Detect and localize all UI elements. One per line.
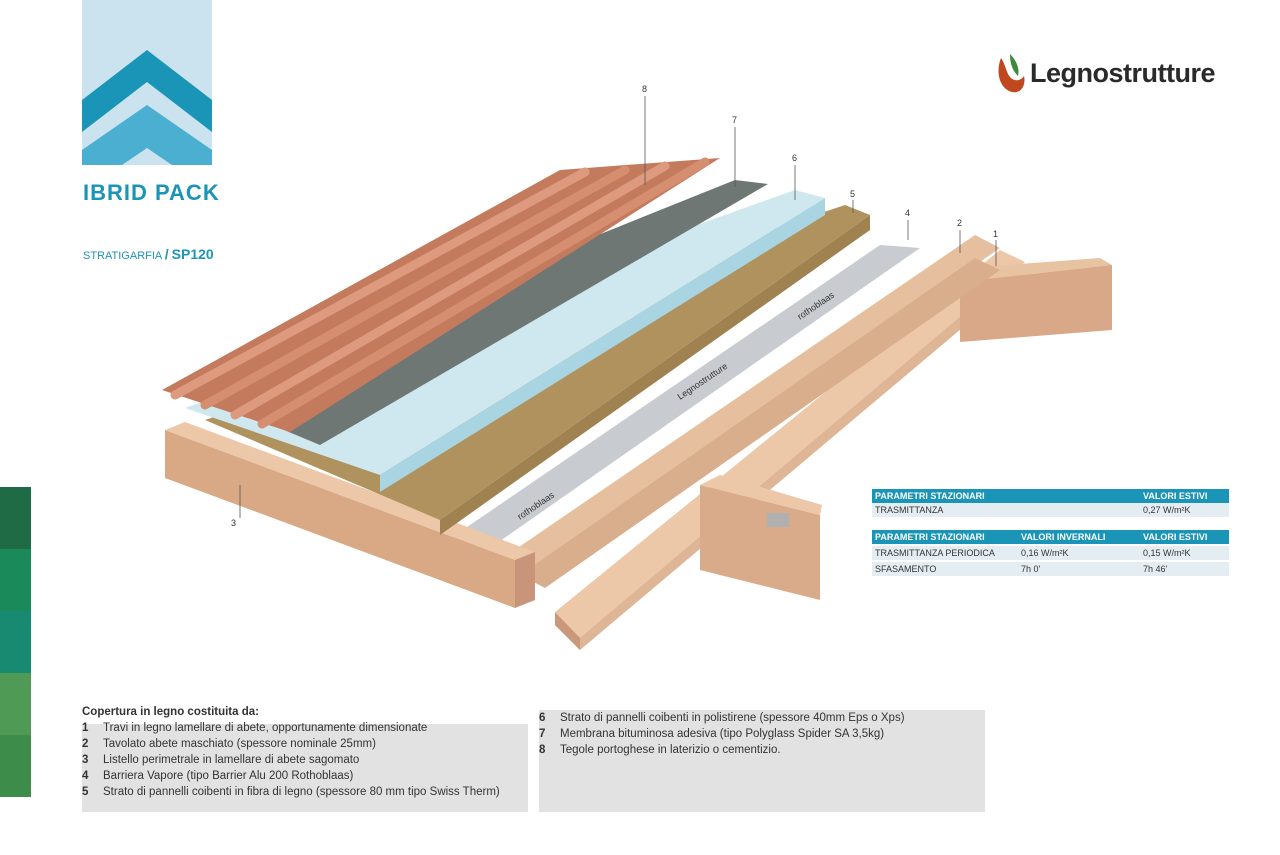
- table-cell: 0,15 W/m²K: [1143, 548, 1191, 558]
- side-strip-block: [0, 487, 31, 549]
- table-row: SFASAMENTO 7h 0' 7h 46': [872, 562, 1229, 576]
- table-header-row: PARAMETRI STAZIONARI VALORI ESTIVI: [872, 489, 1229, 503]
- table-header: PARAMETRI STAZIONARI: [875, 491, 985, 501]
- leaf-icon: [998, 54, 1025, 93]
- params-table-stationary: PARAMETRI STAZIONARI VALORI ESTIVI TRASM…: [872, 489, 1229, 517]
- callout-8: 8: [642, 84, 647, 94]
- list-item-text: Tavolato abete maschiato (spessore nomin…: [103, 738, 376, 750]
- table-header: VALORI ESTIVI: [1143, 491, 1208, 501]
- subtitle-code: SP120: [171, 246, 214, 262]
- list-item: 6 Strato di pannelli coibenti in polisti…: [539, 710, 905, 726]
- list-item: 5 Strato di pannelli coibenti in fibra d…: [82, 784, 500, 800]
- table-header-row: PARAMETRI STAZIONARI VALORI INVERNALI VA…: [872, 530, 1229, 544]
- description-heading: Copertura in legno costituita da:: [82, 706, 259, 718]
- side-strip-block: [0, 735, 31, 797]
- list-item-number: 8: [539, 744, 546, 756]
- list-item-text: Strato di pannelli coibenti in fibra di …: [103, 786, 500, 798]
- table-cell: 7h 46': [1143, 564, 1168, 574]
- table-cell: 0,27 W/m²K: [1143, 505, 1191, 515]
- table-row: TRASMITTANZA 0,27 W/m²K: [872, 503, 1229, 517]
- list-item-text: Travi in legno lamellare di abete, oppor…: [103, 722, 428, 734]
- page-subtitle: STRATIGARFIA / SP120: [83, 246, 214, 262]
- side-strip-block: [0, 611, 31, 673]
- list-item: 4 Barriera Vapore (tipo Barrier Alu 200 …: [82, 768, 500, 784]
- table-header: PARAMETRI STAZIONARI: [875, 532, 985, 542]
- callout-2: 2: [957, 218, 962, 228]
- chevron-logo-block: [82, 0, 212, 165]
- callout-6: 6: [792, 153, 797, 163]
- list-item-number: 3: [82, 754, 89, 766]
- callout-7: 7: [732, 115, 737, 125]
- list-item-number: 1: [82, 722, 89, 734]
- chevron-icon: [82, 0, 212, 165]
- main-beams: [555, 250, 1112, 650]
- table-header: VALORI ESTIVI: [1143, 532, 1208, 542]
- table-cell: TRASMITTANZA PERIODICA: [875, 548, 995, 558]
- table-row: TRASMITTANZA PERIODICA 0,16 W/m²K 0,15 W…: [872, 546, 1229, 560]
- side-strip-block: [0, 549, 31, 611]
- list-item: 1 Travi in legno lamellare di abete, opp…: [82, 720, 500, 736]
- list-item-text: Tegole portoghese in laterizio o cementi…: [560, 744, 781, 756]
- callout-3: 3: [231, 518, 236, 528]
- brand-logo: Legnostrutture: [996, 48, 1216, 98]
- list-item-number: 7: [539, 728, 546, 740]
- callout-4: 4: [905, 208, 910, 218]
- planking-layer: [500, 235, 1000, 588]
- description-box-right: [539, 710, 985, 812]
- table-cell: 0,16 W/m²K: [1021, 548, 1069, 558]
- side-strip-block: [0, 673, 31, 735]
- list-item: 2 Tavolato abete maschiato (spessore nom…: [82, 736, 500, 752]
- list-item-number: 5: [82, 786, 89, 798]
- list-item-number: 4: [82, 770, 89, 782]
- description-left: Copertura in legno costituita da: 1 Trav…: [82, 706, 500, 800]
- roof-stratigraphy-illustration: rothoblaas Legnostrutture rothoblaas 8 7: [162, 84, 1112, 650]
- description-box-left: [82, 724, 528, 812]
- table-cell: TRASMITTANZA: [875, 505, 944, 515]
- list-item-text: Membrana bituminosa adesiva (tipo Polygl…: [560, 728, 885, 740]
- page-title: IBRID PACK: [83, 180, 220, 205]
- list-item: 7 Membrana bituminosa adesiva (tipo Poly…: [539, 726, 905, 742]
- callout-5: 5: [850, 189, 855, 199]
- table-cell: SFASAMENTO: [875, 564, 937, 574]
- subtitle-separator: /: [164, 246, 169, 262]
- list-item-text: Barriera Vapore (tipo Barrier Alu 200 Ro…: [103, 770, 354, 782]
- callouts: 8 7 6 5 4 2 1 3: [231, 84, 998, 528]
- metal-plate: [767, 513, 789, 527]
- callout-1: 1: [993, 229, 998, 239]
- list-item-text: Listello perimetrale in lamellare di abe…: [103, 754, 360, 766]
- list-item-number: 2: [82, 738, 89, 750]
- list-item: 3 Listello perimetrale in lamellare di a…: [82, 752, 500, 768]
- roof-tiles: [162, 157, 720, 432]
- brand-name: Legnostrutture: [1030, 57, 1216, 88]
- list-item-text: Strato di pannelli coibenti in polistire…: [560, 712, 905, 724]
- params-table-periodic: PARAMETRI STAZIONARI VALORI INVERNALI VA…: [872, 530, 1229, 576]
- table-cell: 7h 0': [1021, 564, 1041, 574]
- subtitle-prefix: STRATIGARFIA: [83, 250, 162, 262]
- description-right: 6 Strato di pannelli coibenti in polisti…: [539, 710, 905, 758]
- list-item-number: 6: [539, 712, 546, 724]
- table-header: VALORI INVERNALI: [1021, 532, 1106, 542]
- list-item: 8 Tegole portoghese in laterizio o cemen…: [539, 742, 905, 758]
